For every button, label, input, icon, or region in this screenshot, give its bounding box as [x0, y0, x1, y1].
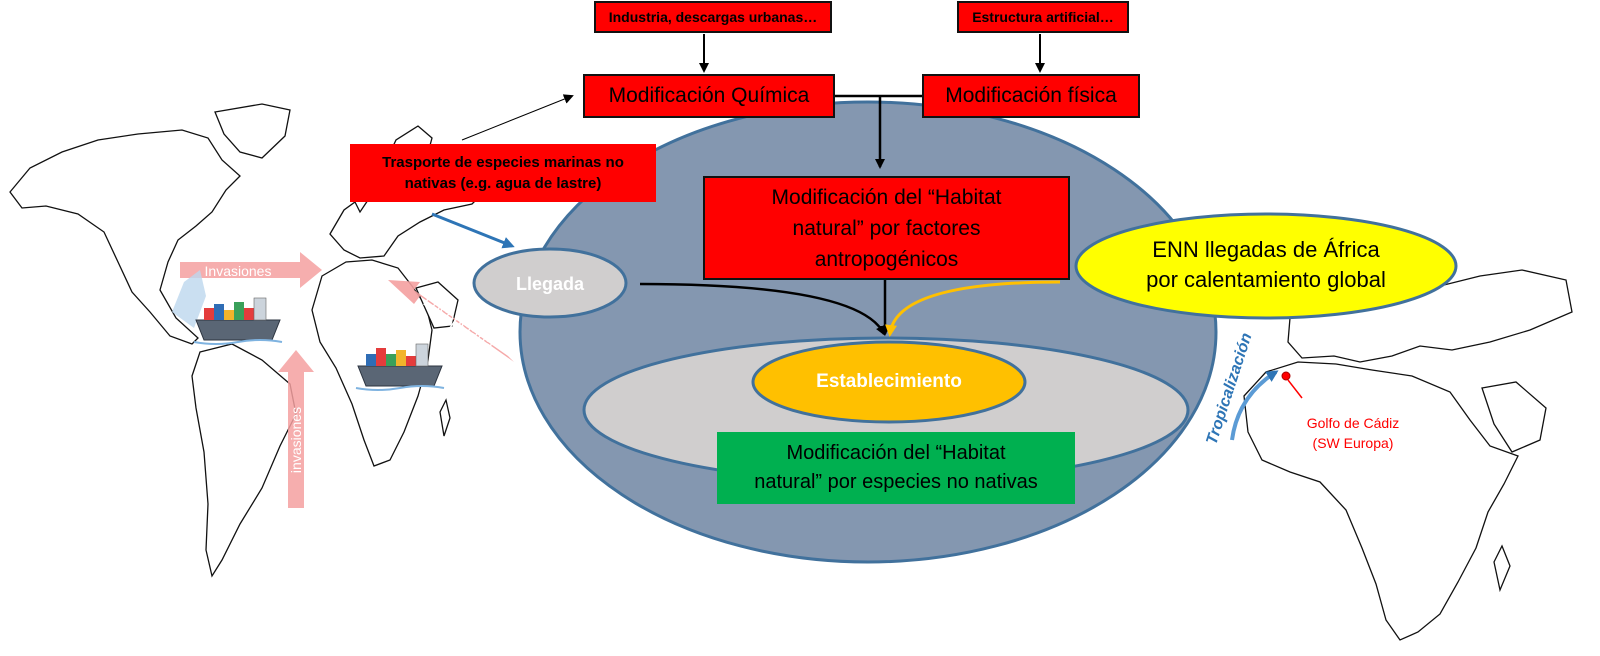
enn-africa-line-1: ENN llegadas de África — [1152, 237, 1380, 262]
enn-africa-ellipse — [1074, 212, 1458, 320]
invasion-arrow-vertical — [278, 350, 314, 508]
cargo-ship-icon — [355, 343, 445, 391]
route-highlight — [172, 270, 206, 328]
invasion-arrow-horizontal — [180, 252, 322, 288]
arrival-ellipse — [472, 247, 628, 319]
structure-source-label: Estructura artificial… — [972, 9, 1114, 25]
habitat-nonnative-line-1: Modificación del “Habitat — [786, 442, 1006, 464]
enn-africa-line-2: por calentamiento global — [1146, 267, 1386, 292]
physical-modification-label: Modificación física — [945, 84, 1117, 107]
arrival-label: Llegada — [515, 273, 585, 294]
habitat-anthropogenic-line-1: Modificación del “Habitat — [771, 185, 1002, 209]
habitat-anthropogenic-box: Modificación del “Habitat natural” por f… — [703, 176, 1070, 280]
habitat-nonnative-box: Modificación del “Habitat natural” por e… — [717, 432, 1075, 504]
gulf-label: Golfo de Cádiz (SW Europa) — [1290, 412, 1416, 454]
habitat-anthropogenic-line-2: natural” por factores — [792, 216, 981, 240]
industry-source-label: Industria, descargas urbanas… — [608, 9, 818, 25]
physical-modification-box: Modificación física — [922, 74, 1140, 118]
arrival-to-establishment-arrow — [639, 282, 886, 336]
habitat-nonnative-line-2: natural” por especies no nativas — [754, 471, 1038, 493]
establishment-ellipse — [751, 340, 1027, 424]
transport-to-arrival-arrow — [431, 212, 515, 249]
structure-source-box: Estructura artificial… — [957, 1, 1129, 33]
industry-source-box: Industria, descargas urbanas… — [594, 1, 832, 33]
establishment-label: Establecimiento — [816, 371, 962, 392]
transport-box: Trasporte de especies marinas no nativas… — [350, 144, 656, 202]
chemical-modification-box: Modificación Química — [583, 74, 835, 118]
invasions-vertical-label: invasiones — [288, 406, 304, 474]
invasions-horizontal-label: Invasiones — [204, 263, 272, 279]
enn-africa-label: ENN llegadas de África por calentamiento… — [1090, 232, 1442, 298]
chemical-modification-label: Modificación Química — [608, 84, 810, 107]
africa-europe-map-outline — [1243, 269, 1573, 641]
lessepsian-arrow — [388, 280, 514, 362]
transport-to-chemical-arrow — [461, 94, 574, 141]
gulf-line-2: (SW Europa) — [1312, 435, 1394, 451]
gulf-marker — [1281, 371, 1291, 381]
transport-line-2: nativas (e.g. agua de lastre) — [404, 175, 602, 192]
transport-line-1: Trasporte de especies marinas no — [382, 154, 624, 171]
enn-to-establishment-arrow — [885, 280, 1061, 337]
tropicalization-arrow — [1230, 370, 1279, 441]
cargo-ship-icon — [193, 297, 283, 345]
gulf-line-1: Golfo de Cádiz — [1306, 415, 1400, 431]
habitat-anthropogenic-line-3: antropogénicos — [814, 247, 959, 271]
gulf-marker-line — [1287, 379, 1303, 399]
